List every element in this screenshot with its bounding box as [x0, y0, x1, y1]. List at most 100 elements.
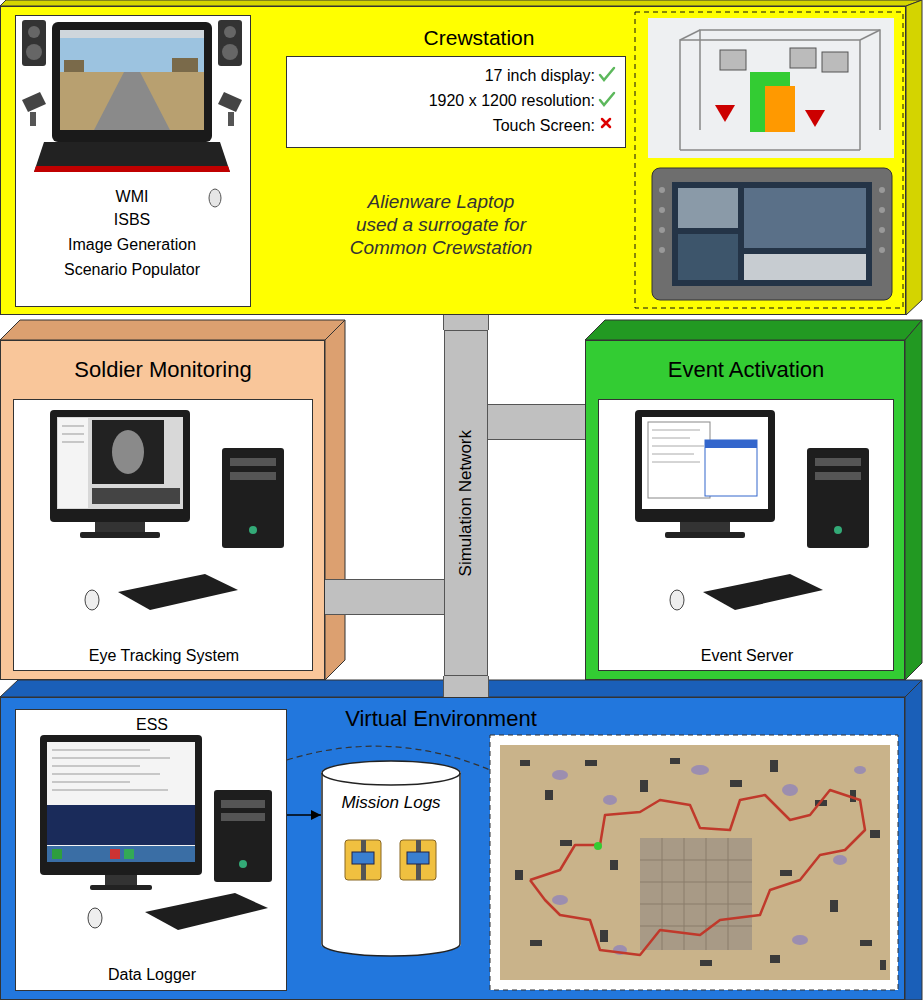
common-crewstation-pictures [765, 86, 795, 132]
common-crewstation-pictures [860, 30, 880, 40]
mission-map [552, 770, 568, 780]
node-fill [321, 761, 461, 956]
mission-map [640, 860, 752, 861]
event-server-computer [652, 462, 700, 463]
node-fill [15, 709, 287, 991]
common-crewstation-pictures [635, 12, 903, 308]
data-logger-computer [239, 860, 247, 868]
mission-map [530, 940, 542, 946]
data-logger-computer [214, 790, 272, 882]
panel-title: Soldier Monitoring [74, 357, 251, 383]
panel: Event ActivationEvent Server [585, 340, 905, 680]
mission-map [490, 735, 898, 990]
laptop-illustration [34, 166, 230, 172]
text-slot: Event Activation [596, 357, 896, 383]
common-crewstation-pictures [879, 227, 885, 233]
mission-map [530, 790, 865, 955]
node-fill [0, 340, 325, 680]
mission-map [594, 842, 602, 850]
spec-marks [600, 93, 614, 105]
text-slot: Touch Screen: [305, 116, 595, 135]
data-logger-computer [52, 790, 168, 791]
data-logger-computer [52, 782, 130, 783]
node-fill [585, 340, 905, 680]
node-fill [444, 330, 488, 676]
component-label: Image Generation [68, 235, 196, 254]
panel: Virtual EnvironmentESSData LoggerMission… [0, 697, 905, 1000]
mission-map [603, 795, 617, 805]
link-outline [325, 579, 444, 615]
data-logger-computer [52, 750, 170, 790]
laptop-illustration [28, 26, 40, 38]
text-slot: Image Generation [32, 235, 232, 254]
link-outline [443, 315, 489, 330]
event-server-computer [705, 440, 757, 496]
common-crewstation-pictures [678, 188, 738, 228]
data-logger-computer [105, 875, 137, 885]
laptop-illustration [94, 72, 170, 130]
common-crewstation-pictures [635, 12, 903, 308]
mission-map [728, 838, 729, 950]
eye-tracking-computer [112, 430, 144, 474]
mission-map [691, 765, 709, 775]
laptop-illustration [218, 92, 242, 112]
zip-file-icons [407, 852, 429, 864]
common-crewstation-pictures [652, 168, 892, 300]
mission-map [706, 838, 707, 950]
common-crewstation-pictures [672, 182, 872, 286]
database-label: Mission Logs [341, 793, 440, 813]
mission-map [585, 760, 597, 766]
mission-map [610, 860, 618, 870]
mission-map [640, 882, 752, 883]
laptop-illustration [26, 44, 42, 60]
mission-map [854, 766, 866, 774]
mission-map [782, 784, 798, 796]
event-server-computer [652, 454, 694, 455]
mission-map [520, 760, 530, 766]
mission-map [833, 855, 847, 865]
text-slot: Soldier Monitoring [13, 357, 313, 383]
panel-depth-faces [0, 320, 345, 340]
laptop-illustration [30, 112, 36, 126]
cylinder-top [322, 761, 460, 785]
link-outline [443, 676, 489, 697]
data-logger-computer [40, 735, 272, 930]
common-crewstation-pictures [659, 187, 665, 193]
laptop-illustration [22, 20, 46, 66]
event-server-computer [635, 410, 869, 610]
common-crewstation-pictures [659, 247, 665, 253]
link-outline [488, 404, 585, 440]
laptop-illustration [224, 26, 236, 38]
mission-map [662, 838, 663, 950]
mission-map [545, 790, 553, 800]
common-crewstation-pictures [822, 52, 848, 72]
common-crewstation-pictures [680, 149, 860, 151]
mission-map [770, 760, 778, 772]
database-cylinder: Mission Logs [321, 761, 461, 956]
laptop-illustration [22, 92, 46, 112]
eye-tracking-computer [62, 434, 84, 435]
spec-marks [600, 68, 614, 80]
text-slot: Event Server [607, 646, 887, 665]
laptop-illustration [52, 22, 212, 142]
common-crewstation-pictures [720, 50, 746, 70]
text-slot: 1920 x 1200 resolution: [305, 91, 595, 110]
data-logger-computer [40, 735, 202, 875]
component-label: WMI [116, 187, 149, 206]
common-crewstation-pictures [659, 187, 885, 253]
eye-tracking-computer [62, 426, 84, 442]
common-crewstation-pictures [680, 30, 700, 40]
common-crewstation-pictures [680, 40, 860, 150]
data-logger-computer [52, 849, 62, 859]
component-label: Scenario Populator [64, 260, 200, 279]
common-crewstation-pictures [659, 207, 665, 213]
component-label: Event Server [701, 646, 793, 665]
network-link [488, 422, 585, 423]
laptop-illustration [209, 189, 221, 207]
mission-map [552, 895, 568, 905]
data-logger-computer [221, 813, 265, 821]
mission-map [600, 930, 608, 942]
panel-depth-faces [905, 680, 922, 1000]
panel: CrewstationAlienware Laptop used a surro… [0, 6, 906, 315]
